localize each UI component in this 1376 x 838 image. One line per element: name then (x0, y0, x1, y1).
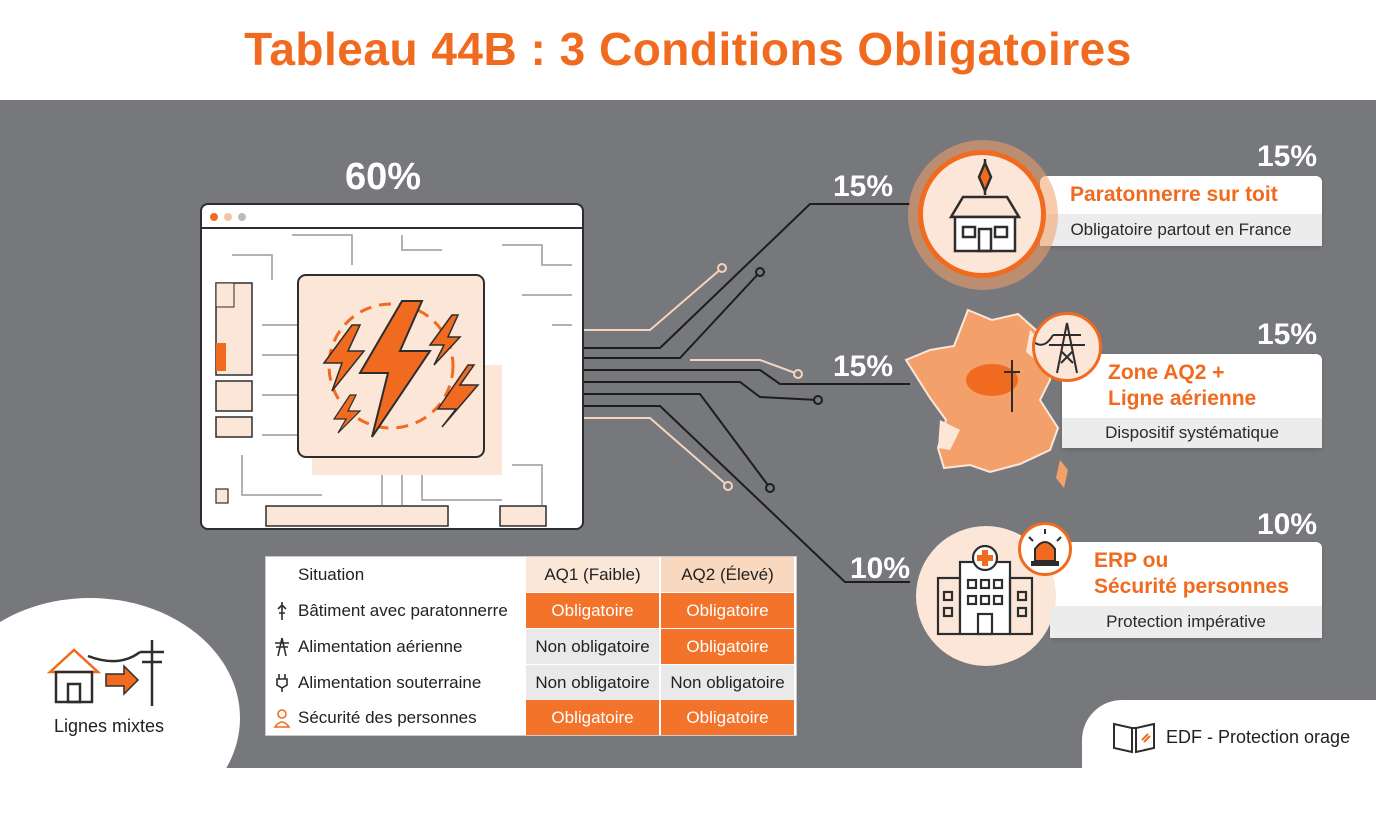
row-aq2: Obligatoire (661, 700, 794, 735)
circuit-panel (200, 203, 584, 530)
hospital-icon (936, 544, 1034, 636)
row-label: Sécurité des personnes (298, 707, 477, 727)
card-1-percent: 15% (1257, 140, 1318, 173)
plug-icon (276, 674, 288, 692)
table-row: Sécurité des personnes Obligatoire Oblig… (266, 700, 796, 735)
row-aq1: Obligatoire (526, 700, 659, 735)
footer-right-label: EDF - Protection orage (1166, 727, 1351, 747)
row-label: Bâtiment avec paratonnerre (298, 600, 508, 620)
lightning-rod-icon (277, 602, 287, 620)
header-aq1: AQ1 (Faible) (526, 557, 659, 592)
table-row: Alimentation souterraine Non obligatoire… (266, 665, 796, 700)
card-3-title-line1: ERP ou (1094, 549, 1169, 572)
card-1-circle (918, 150, 1046, 278)
house-lightning-rod-icon (948, 159, 1022, 253)
connector-percent-1: 15% (833, 170, 894, 203)
house-power-line-icon (46, 640, 164, 706)
alarm-circle (1018, 522, 1072, 576)
card-2-title-line1: Zone AQ2 + (1108, 361, 1225, 384)
connector-percent-3: 10% (850, 552, 911, 585)
power-pylon-icon (1035, 322, 1085, 374)
table-header-row: Situation AQ1 (Faible) AQ2 (Élevé) (266, 557, 796, 592)
header-situation: Situation (298, 564, 365, 584)
card-3-percent: 10% (1257, 508, 1318, 541)
table-row: Bâtiment avec paratonnerre Obligatoire O… (266, 593, 796, 628)
pylon-icon (275, 637, 289, 657)
header-aq2: AQ2 (Élevé) (661, 557, 794, 592)
footer-left-label: Lignes mixtes (54, 716, 165, 736)
card-2-circle (1032, 312, 1102, 382)
card-1-title: Paratonnerre sur toit (1070, 183, 1278, 206)
alarm-light-icon (1028, 529, 1062, 566)
header: Tableau 44B : 3 Conditions Obligatoires (0, 0, 1376, 100)
card-3-subtitle: Protection impérative (1050, 606, 1322, 638)
row-label: Alimentation aérienne (298, 636, 463, 656)
row-aq1: Non obligatoire (526, 665, 659, 700)
row-aq2: Non obligatoire (661, 665, 794, 700)
row-aq2: Obligatoire (661, 629, 794, 664)
circuit-board-illustration (202, 213, 582, 527)
connector-lines (580, 203, 910, 583)
row-aq1: Obligatoire (526, 593, 659, 628)
person-icon (273, 709, 291, 728)
connector-percent-2: 15% (833, 350, 894, 383)
card-2-subtitle: Dispositif systématique (1062, 418, 1322, 448)
conditions-table: Situation AQ1 (Faible) AQ2 (Élevé) Bâtim… (265, 556, 797, 736)
book-icon (1113, 722, 1155, 754)
card-2-percent: 15% (1257, 318, 1318, 351)
row-label: Alimentation souterraine (298, 672, 482, 692)
card-2-title-line2: Ligne aérienne (1108, 387, 1257, 410)
card-1-subtitle: Obligatoire partout en France (1040, 214, 1322, 246)
card-3-title-line2: Sécurité personnes (1094, 575, 1289, 598)
row-aq2: Obligatoire (661, 593, 794, 628)
row-aq1: Non obligatoire (526, 629, 659, 664)
table-row: Alimentation aérienne Non obligatoire Ob… (266, 629, 796, 664)
page-title: Tableau 44B : 3 Conditions Obligatoires (244, 23, 1132, 75)
panel-percent: 60% (345, 156, 422, 198)
